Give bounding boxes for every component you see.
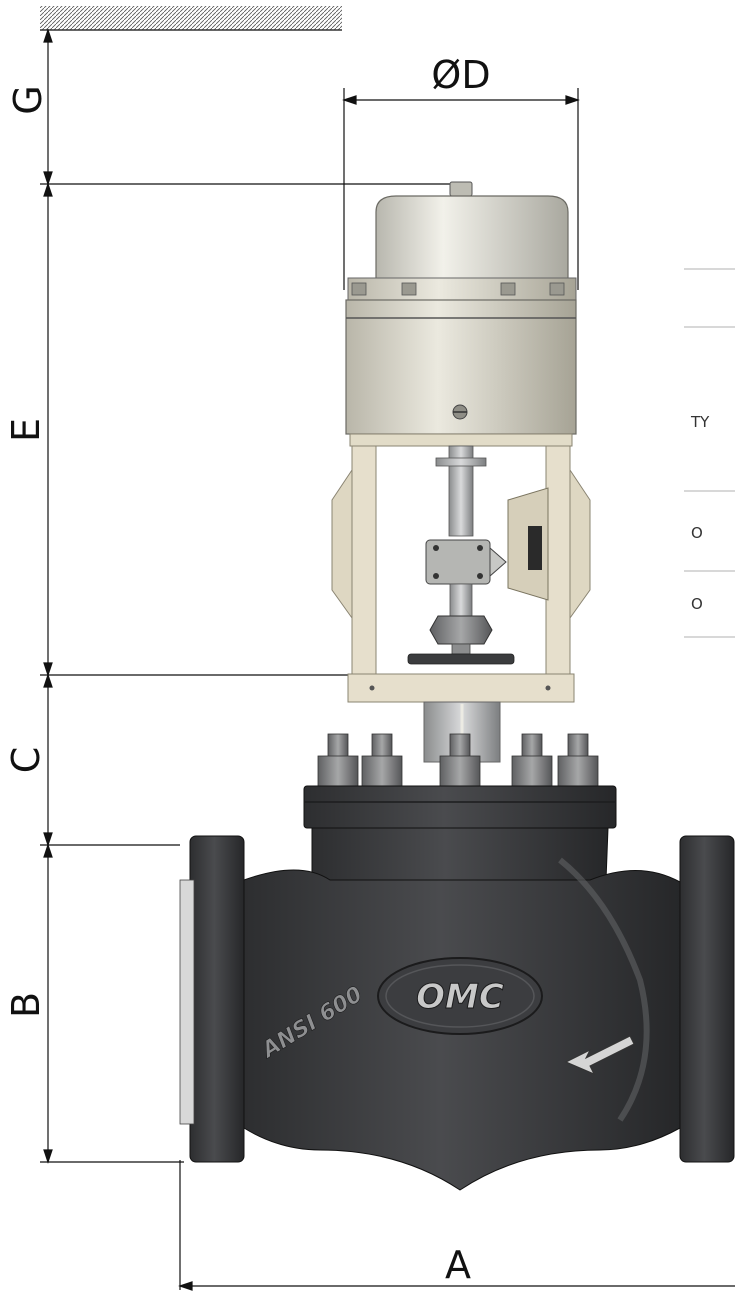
ceiling-hatch — [40, 6, 342, 31]
table-rule — [684, 570, 735, 572]
actuator — [331, 181, 591, 703]
logo-text: OMC — [416, 977, 504, 1017]
table-rule — [684, 268, 735, 270]
dimension-a-label: A — [445, 1243, 471, 1287]
valve-body — [179, 785, 735, 1191]
dimension-d-label: ØD — [431, 53, 490, 97]
table-cell-type: TY — [691, 413, 710, 431]
dimension-lines — [40, 28, 735, 1291]
table-rule — [684, 636, 735, 638]
table-rule — [684, 490, 735, 492]
table-rule — [684, 326, 735, 328]
dimension-g-label: G — [6, 85, 50, 114]
dimension-b-label: B — [4, 992, 48, 1018]
dimension-e-label: E — [4, 418, 48, 442]
table-cell: O — [691, 524, 703, 542]
bonnet-bolts — [317, 733, 599, 787]
dimension-c-label: C — [4, 747, 48, 774]
table-cell: O — [691, 595, 703, 613]
